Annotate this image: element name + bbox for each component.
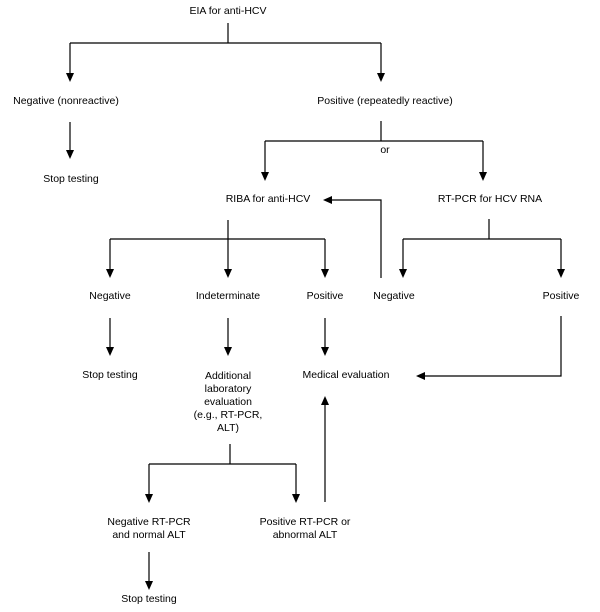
neg-rtpcr-line: Negative RT-PCR [107, 516, 191, 528]
node-eia-negative-stop: Stop testing [43, 173, 99, 185]
arrowhead [224, 269, 232, 278]
node-eia-positive: Positive (repeatedly reactive) [317, 95, 453, 107]
node-additional-evaluation: Additional laboratory evaluation (e.g., … [194, 370, 263, 435]
node-medical-evaluation: Medical evaluation [302, 369, 390, 381]
arrowhead [377, 73, 385, 82]
node-rtpcr-negative: Negative [373, 290, 415, 302]
node-positive-rtpcr-abnormal-alt: Positive RT-PCR or abnormal ALT [260, 516, 351, 542]
node-rtpcr: RT-PCR for HCV RNA [437, 193, 543, 205]
arrowhead [292, 494, 300, 503]
additional-eval-line: Additional [204, 370, 252, 382]
node-eia-negative: Negative (nonreactive) [13, 95, 119, 107]
or-label: or [380, 144, 390, 156]
additional-eval-line: ALT) [217, 422, 239, 434]
arrowhead [106, 347, 114, 356]
arrowhead [321, 347, 329, 356]
arrowhead [323, 196, 332, 204]
arrowhead [145, 494, 153, 503]
node-riba-negative: Negative [89, 290, 131, 302]
arrowhead [106, 269, 114, 278]
node-final-stop: Stop testing [121, 593, 177, 605]
arrowhead [321, 396, 329, 405]
arrowhead [399, 269, 407, 278]
arrowhead [479, 172, 487, 181]
additional-eval-line: laboratory [204, 383, 252, 395]
node-riba-indeterminate: Indeterminate [195, 290, 261, 302]
arrowhead [321, 269, 329, 278]
edge-rtpcr-negative-to-riba [331, 199, 382, 278]
neg-rtpcr-line: and normal ALT [112, 529, 186, 541]
pos-rtpcr-line: abnormal ALT [272, 529, 338, 541]
arrowhead [66, 150, 74, 159]
node-eia: EIA for anti-HCV [189, 5, 267, 17]
arrowhead [261, 172, 269, 181]
node-riba-positive: Positive [306, 290, 344, 302]
node-riba: RIBA for anti-HCV [225, 193, 311, 205]
arrowhead [224, 347, 232, 356]
additional-eval-line: evaluation [204, 396, 252, 408]
edge-rtpcr-positive-to-medical [424, 316, 562, 377]
node-rtpcr-positive: Positive [542, 290, 580, 302]
additional-eval-line: (e.g., RT-PCR, [193, 409, 263, 421]
node-riba-negative-stop: Stop testing [82, 369, 138, 381]
arrowhead [416, 372, 425, 380]
pos-rtpcr-line: Positive RT-PCR or [259, 516, 351, 528]
node-negative-rtpcr-normal-alt: Negative RT-PCR and normal ALT [107, 516, 190, 542]
arrowhead [66, 73, 74, 82]
arrowhead [557, 269, 565, 278]
arrowhead [145, 581, 153, 590]
